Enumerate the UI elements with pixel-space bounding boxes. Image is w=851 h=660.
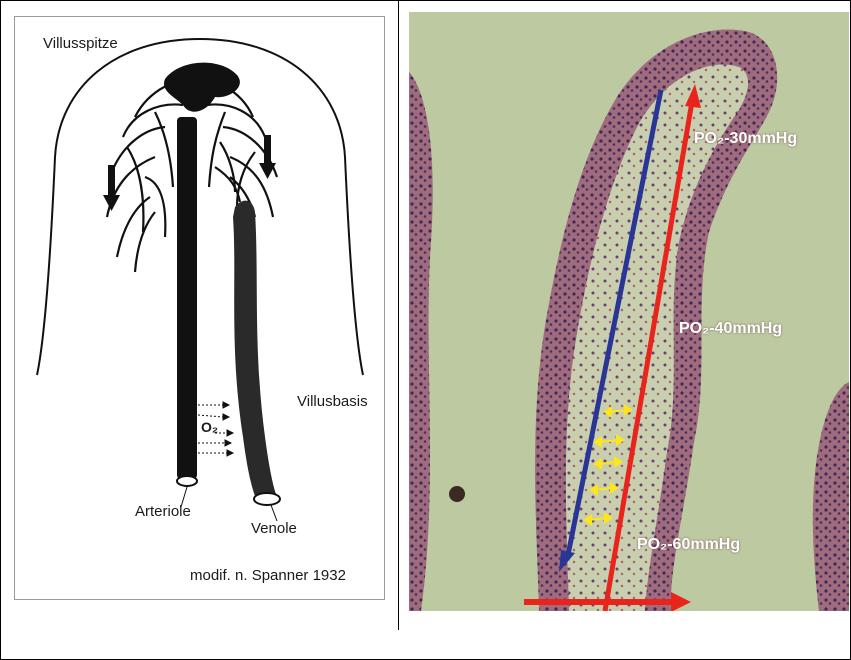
villus-base-label: Villusbasis — [297, 393, 368, 410]
venule-pointer — [271, 505, 277, 521]
venule-opening — [254, 493, 280, 505]
arteriole-opening — [177, 476, 197, 486]
o2-label: O₂ — [201, 419, 218, 435]
po2-base-label: PO₂-60mmHg — [637, 536, 740, 554]
villus-micrograph: PO₂-30mmHg PO₂-40mmHg PO₂-60mmHg — [409, 12, 849, 611]
po2-mid-label: PO₂-40mmHg — [679, 320, 782, 338]
villus-schematic-drawing — [15, 17, 384, 599]
arteriole-label: Arteriole — [135, 503, 191, 520]
arteriole-vessel — [177, 117, 197, 479]
villus-schematic: Villusspitze Villusbasis O₂ Arteriole Ve… — [14, 16, 385, 600]
panel-divider — [398, 0, 399, 630]
venule-label: Venole — [251, 520, 297, 537]
source-label: modif. n. Spanner 1932 — [190, 567, 346, 584]
venule-vessel — [233, 201, 277, 501]
villus-tip-label: Villusspitze — [43, 35, 118, 52]
debris-speck — [449, 486, 465, 502]
micrograph-drawing — [409, 12, 849, 611]
po2-tip-label: PO₂-30mmHg — [694, 130, 797, 148]
